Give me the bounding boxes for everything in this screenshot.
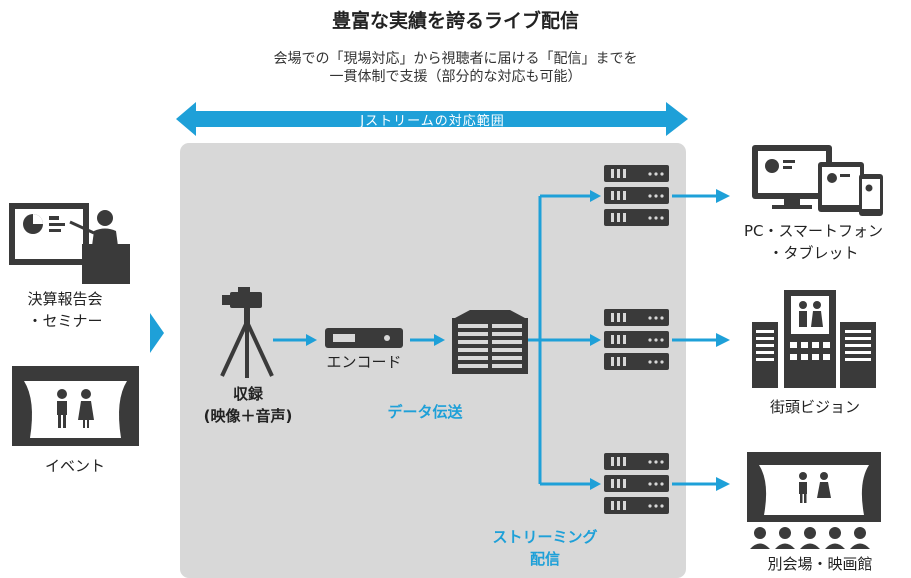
encoder-device-icon <box>325 328 403 348</box>
data-transfer-label: データ伝送 <box>387 403 463 421</box>
server-rack-icon <box>452 310 528 374</box>
seminar-label: 決算報告会 ・セミナー <box>0 288 130 332</box>
presenter-icon <box>9 203 130 284</box>
subtitle-line-1: 会場での「現場対応」から視聴者に届ける「配信」までを <box>273 51 638 67</box>
devices-label-line-2: ・タブレット <box>768 244 859 262</box>
streaming-label: ストリーミング 配信 <box>470 526 620 570</box>
range-double-arrow <box>176 102 688 136</box>
devices-label-line-1: PC・スマートフォン <box>743 222 884 240</box>
recording-label-line-2: (映像＋音声) <box>203 407 293 425</box>
flow-arrows <box>273 189 730 491</box>
seminar-label-line-1: 決算報告会 <box>27 290 103 308</box>
streaming-label-line-2: 配信 <box>529 550 560 568</box>
entry-arrow-icon <box>150 313 164 353</box>
event-stage-icon <box>12 366 139 446</box>
streaming-server-middle-icon <box>604 309 669 370</box>
theater-venue-icon <box>747 452 881 549</box>
streaming-server-bottom-icon <box>604 453 669 514</box>
subtitle-line-2: 一貫体制で支援（部分的な対応も可能） <box>329 69 582 85</box>
street-vision-icon <box>752 290 876 388</box>
streaming-server-top-icon <box>604 165 669 226</box>
event-label: イベント <box>44 457 105 475</box>
recording-label: 収録 (映像＋音声) <box>188 383 308 427</box>
streaming-label-line-1: ストリーミング <box>492 528 598 546</box>
devices-label: PC・スマートフォン ・タブレット <box>716 220 911 264</box>
seminar-label-line-2: ・セミナー <box>27 312 103 330</box>
devices-icon <box>752 145 883 216</box>
page-title: 豊富な実績を誇るライブ配信 <box>331 10 579 32</box>
subtitle: 会場での「現場対応」から視聴者に届ける「配信」までを 一貫体制で支援（部分的な対… <box>0 50 911 86</box>
camera-tripod-icon <box>220 287 274 378</box>
recording-label-line-1: 収録 <box>232 385 263 403</box>
venue-label: 別会場・映画館 <box>767 555 873 573</box>
street-vision-label: 街頭ビジョン <box>769 398 860 416</box>
encode-label: エンコード <box>326 353 402 371</box>
service-range-label: Jストリームの対応範囲 <box>360 114 505 129</box>
